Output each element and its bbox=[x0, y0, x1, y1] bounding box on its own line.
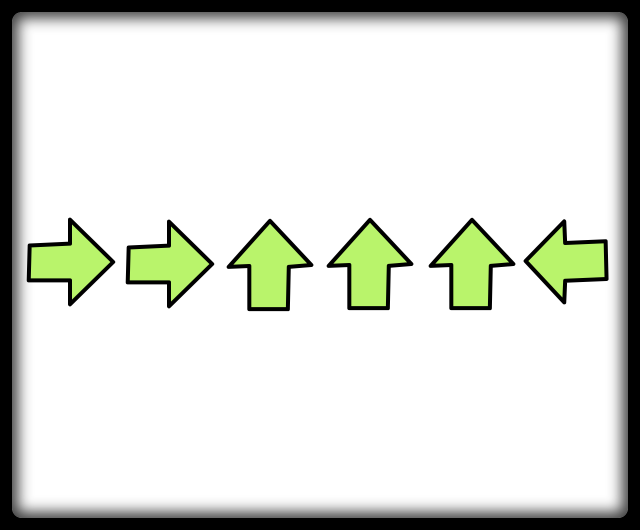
arrow-sequence bbox=[12, 12, 628, 518]
arrow-up-icon-shape bbox=[431, 220, 514, 308]
arrow-up-icon bbox=[431, 220, 514, 308]
arrow-right-icon-shape bbox=[128, 222, 212, 307]
arrow-right-icon bbox=[29, 220, 113, 305]
arrow-right-icon bbox=[128, 222, 212, 307]
arrow-left-icon bbox=[526, 221, 607, 302]
arrow-left-icon-shape bbox=[526, 221, 607, 302]
drawing-canvas bbox=[12, 12, 628, 518]
arrow-right-icon-shape bbox=[29, 220, 113, 305]
arrow-up-icon bbox=[229, 221, 312, 309]
arrow-up-icon-shape bbox=[229, 221, 312, 309]
arrow-up-icon bbox=[329, 220, 412, 308]
arrow-up-icon-shape bbox=[329, 220, 412, 308]
